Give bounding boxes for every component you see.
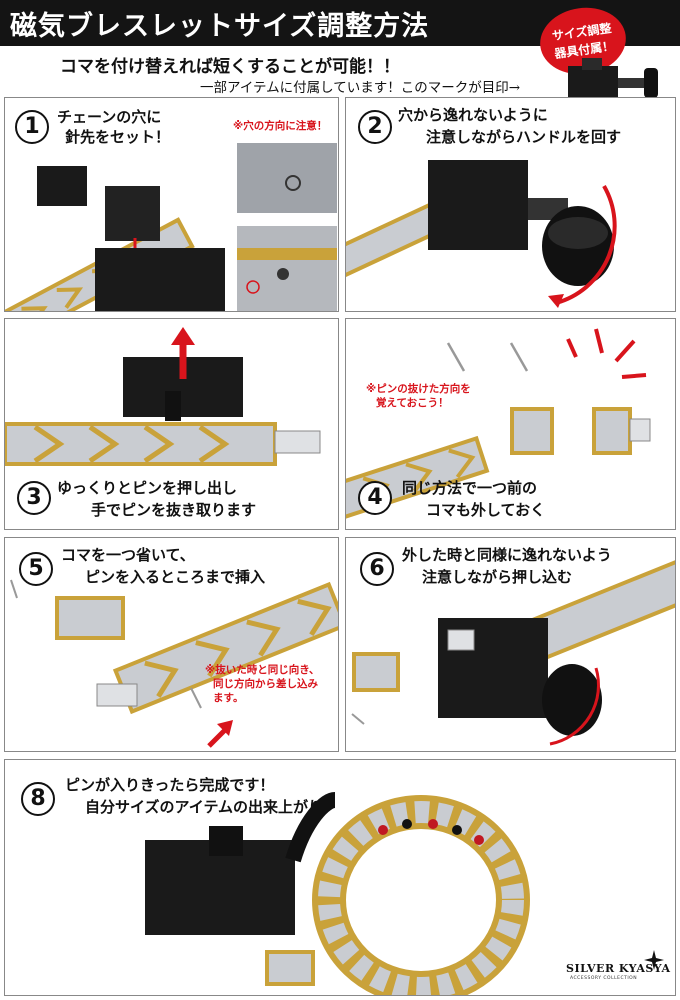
spare-link (55, 596, 125, 640)
step-5-panel: 5 コマを一つ省いて、 ピンを入るところまで挿入 ※抜いた時と同じ向き、 同じ方… (4, 537, 339, 752)
step-1-text-line-2: 針先をセット！ (65, 128, 171, 146)
step-1-panel: 1 チェーンの穴に 針先をセット！ ※穴の方向に注意！ × (4, 97, 339, 312)
step-2-text-line-2: 注意しながらハンドルを回す (426, 128, 622, 146)
step-6-text-line-1: 外した時と同様に逸れないよう (402, 546, 612, 564)
step-1-note: ※穴の方向に注意！ (233, 120, 328, 132)
step-1-text-line-1: チェーンの穴に (57, 108, 162, 126)
pin (446, 342, 466, 372)
step-5-note-line-2: 同じ方向から差し込み (213, 678, 318, 690)
step-8-panel: 8 ピンが入りきったら完成です！ 自分サイズのアイテムの出来上がり！ (4, 759, 676, 996)
step-4-note-line-2: 覚えておこう！ (376, 397, 449, 409)
pin (190, 687, 202, 709)
page-title: 磁気ブレスレットサイズ調整方法 (10, 11, 430, 42)
step-1-number: 1 (15, 110, 49, 144)
step-5-illustration (10, 579, 338, 748)
step-8-text-line-1: ピンが入りきったら完成です！ (65, 776, 275, 794)
step-6-number: 6 (360, 552, 394, 586)
spare-link (265, 950, 315, 986)
subtitle-sub: 一部アイテムに付属しています！このマークが目印→ (200, 80, 521, 96)
step-1-illustration (5, 143, 337, 311)
step-3-number: 3 (17, 481, 51, 515)
removed-link (352, 652, 400, 692)
step-3-illustration (5, 327, 321, 466)
removed-link (592, 407, 632, 455)
step-3-panel: 3 ゆっくりとピンを押し出し 手でピンを抜き取ります (4, 318, 339, 530)
rotation-arrow (549, 667, 600, 746)
step-2-panel: 2 穴から逸れないように 注意しながらハンドルを回す (345, 97, 676, 312)
detail-inset-bottom (237, 226, 337, 311)
rotation-arrow (555, 185, 617, 305)
handle-knob (542, 664, 602, 736)
brand-tagline: ACCESSORY COLLECTION (570, 976, 638, 981)
step-6-illustration (351, 558, 675, 746)
tool-body (95, 248, 225, 311)
step-5-note-line-3: ます。 (213, 692, 244, 704)
step-4-number: 4 (358, 481, 392, 515)
step-8-illustration (145, 792, 530, 995)
step-4-panel: ※ピンの抜けた方向を 覚えておこう！ 4 同じ方法で一つ前の コマも外しておく (345, 318, 676, 530)
step-4-text-line-2: コマも外しておく (426, 501, 546, 519)
pin (351, 713, 365, 725)
step-3-text-line-1: ゆっくりとピンを押し出し (57, 479, 238, 497)
step-5-note-line-1: ※抜いた時と同じ向き、 (205, 664, 320, 676)
pin (509, 342, 529, 372)
step-6-panel: 6 外した時と同様に逸れないよう 注意しながら押し込む (345, 537, 676, 752)
brand-name: SILVER KYASYA (566, 962, 671, 975)
step-5-number: 5 (19, 552, 53, 586)
brand-sparkle-icon (644, 950, 664, 970)
step-8-text-line-2: 自分サイズのアイテムの出来上がり！ (85, 798, 339, 816)
step-2-text-line-1: 穴から逸れないように (398, 106, 548, 124)
bracelet-chain (5, 422, 277, 466)
step-8-number: 8 (21, 782, 55, 816)
step-3-text-line-2: 手でピンを抜き取ります (91, 501, 257, 519)
subtitle-main: コマを付け替えれば短くすることが可能！！ (60, 57, 400, 77)
step-5-text-line-1: コマを一つ省いて、 (61, 546, 195, 564)
step-5-text-line-2: ピンを入るところまで挿入 (85, 568, 266, 586)
step-4-text-line-1: 同じ方法で一つ前の (402, 479, 538, 497)
step-2-illustration (346, 160, 617, 308)
step-2-number: 2 (358, 110, 392, 144)
removed-link (510, 407, 554, 455)
step-6-text-line-2: 注意しながら押し込む (422, 568, 573, 586)
pin (10, 579, 18, 599)
step-4-note-line-1: ※ピンの抜けた方向を (366, 383, 471, 395)
tool-body (428, 160, 528, 250)
